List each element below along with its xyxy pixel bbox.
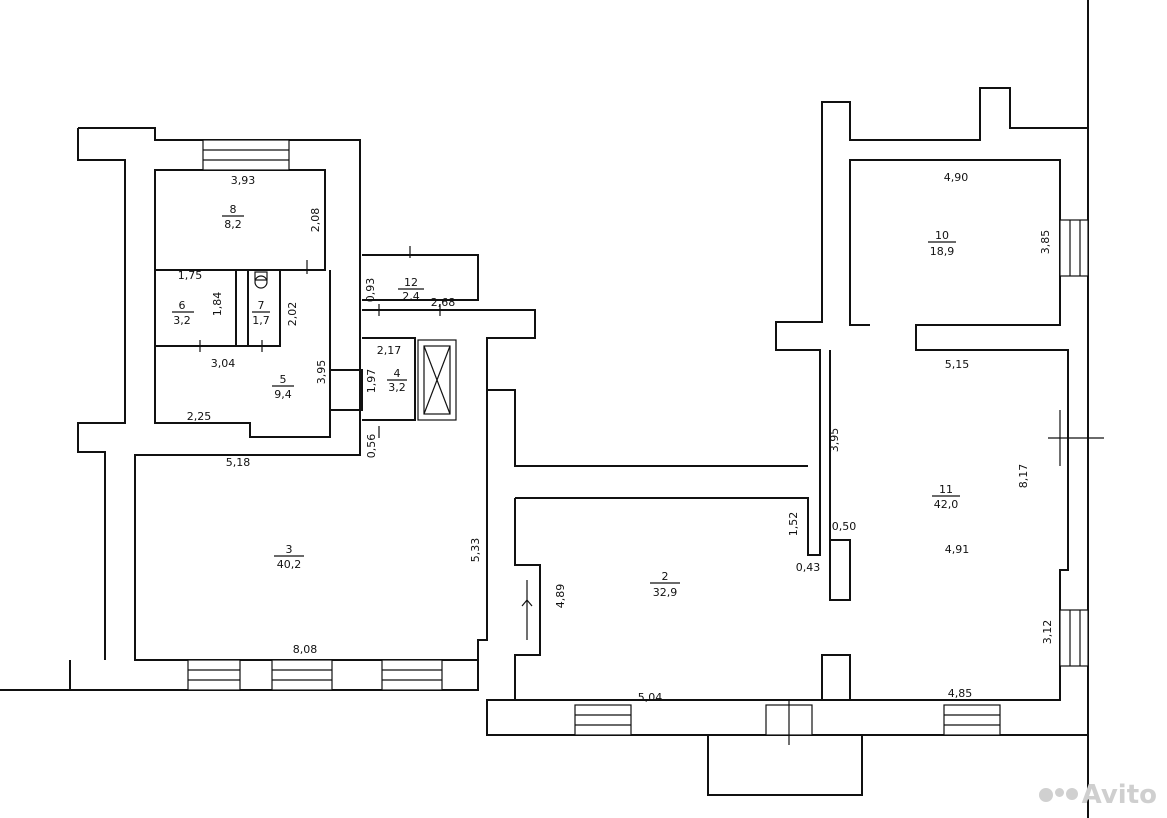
watermark: Avito <box>1038 780 1157 810</box>
room-4-label: 4 3,2 <box>387 367 407 394</box>
dimension-label: 3,12 <box>1041 620 1054 645</box>
dimension-label: 2,17 <box>377 344 402 357</box>
room-number: 3 <box>286 543 293 556</box>
windows <box>187 139 1104 745</box>
room-number: 6 <box>179 299 186 312</box>
room-area: 18,9 <box>930 245 955 258</box>
room-number: 4 <box>394 367 401 380</box>
dimension-label: 4,89 <box>554 584 567 609</box>
dimension-label: 3,93 <box>231 174 256 187</box>
room-number: 11 <box>939 483 953 496</box>
walls <box>0 0 1089 818</box>
room-area: 40,2 <box>277 558 302 571</box>
dimension-label: 1,84 <box>211 292 224 317</box>
dimension-label: 0,43 <box>796 561 821 574</box>
dimension-label: 1,97 <box>365 369 378 394</box>
dimension-label: 2,68 <box>431 296 456 309</box>
room-8-label: 8 8,2 <box>222 203 244 231</box>
room-area: 8,2 <box>224 218 242 231</box>
room-area: 32,9 <box>653 586 678 599</box>
dimension-label: 1,52 <box>787 512 800 537</box>
dimension-label: 4,85 <box>948 687 973 700</box>
dimension-label: 0,93 <box>364 278 377 303</box>
room-number: 7 <box>258 299 265 312</box>
room-number: 2 <box>662 570 669 583</box>
dimension-label: 2,02 <box>286 302 299 327</box>
room-area: 3,2 <box>173 314 191 327</box>
avito-logo-icon <box>1038 788 1078 802</box>
room-10-label: 10 18,9 <box>928 229 956 258</box>
dimension-label: 3,04 <box>211 357 236 370</box>
room-number: 12 <box>404 276 418 289</box>
dimension-label: 5,33 <box>469 538 482 563</box>
room-area: 3,2 <box>388 381 406 394</box>
room-2-label: 2 32,9 <box>650 570 680 599</box>
dimension-label: 3,85 <box>1039 230 1052 255</box>
room-7-label: 7 1,7 <box>252 299 270 327</box>
dimension-label: 2,25 <box>187 410 212 423</box>
dimension-label: 5,18 <box>226 456 251 469</box>
dimension-label: 1,75 <box>178 269 203 282</box>
room-number: 10 <box>935 229 949 242</box>
room-6-label: 6 3,2 <box>172 299 194 327</box>
dimension-label: 8,17 <box>1017 464 1030 489</box>
room-area: 2,4 <box>402 290 420 303</box>
room-number: 5 <box>280 373 287 386</box>
room-12-label: 12 2,4 <box>398 276 424 303</box>
dimension-ticks <box>199 246 441 438</box>
dimension-label: 0,56 <box>365 434 378 459</box>
dimension-labels: 3,93 2,08 1,75 1,84 2,02 3,04 3,95 2,25 … <box>178 171 1054 704</box>
dimension-label: 5,15 <box>945 358 970 371</box>
dimension-label: 4,90 <box>944 171 969 184</box>
dimension-label: 3,95 <box>315 360 328 385</box>
dimension-label: 5,04 <box>638 691 663 704</box>
room-area: 1,7 <box>252 314 270 327</box>
dimension-label: 0,50 <box>832 520 857 533</box>
room-area: 9,4 <box>274 388 292 401</box>
dimension-label: 3,95 <box>828 428 841 453</box>
dimension-label: 2,08 <box>309 208 322 233</box>
room-number: 8 <box>230 203 237 216</box>
room-5-label: 5 9,4 <box>272 373 294 401</box>
room-11-label: 11 42,0 <box>932 483 960 511</box>
room-labels: 8 8,2 6 3,2 7 1,7 5 9,4 12 2,4 4 3,2 <box>172 203 960 599</box>
watermark-text: Avito <box>1081 780 1157 810</box>
room-3-label: 3 40,2 <box>274 543 304 571</box>
room-area: 42,0 <box>934 498 959 511</box>
dimension-label: 4,91 <box>945 543 970 556</box>
dimension-label: 8,08 <box>293 643 318 656</box>
